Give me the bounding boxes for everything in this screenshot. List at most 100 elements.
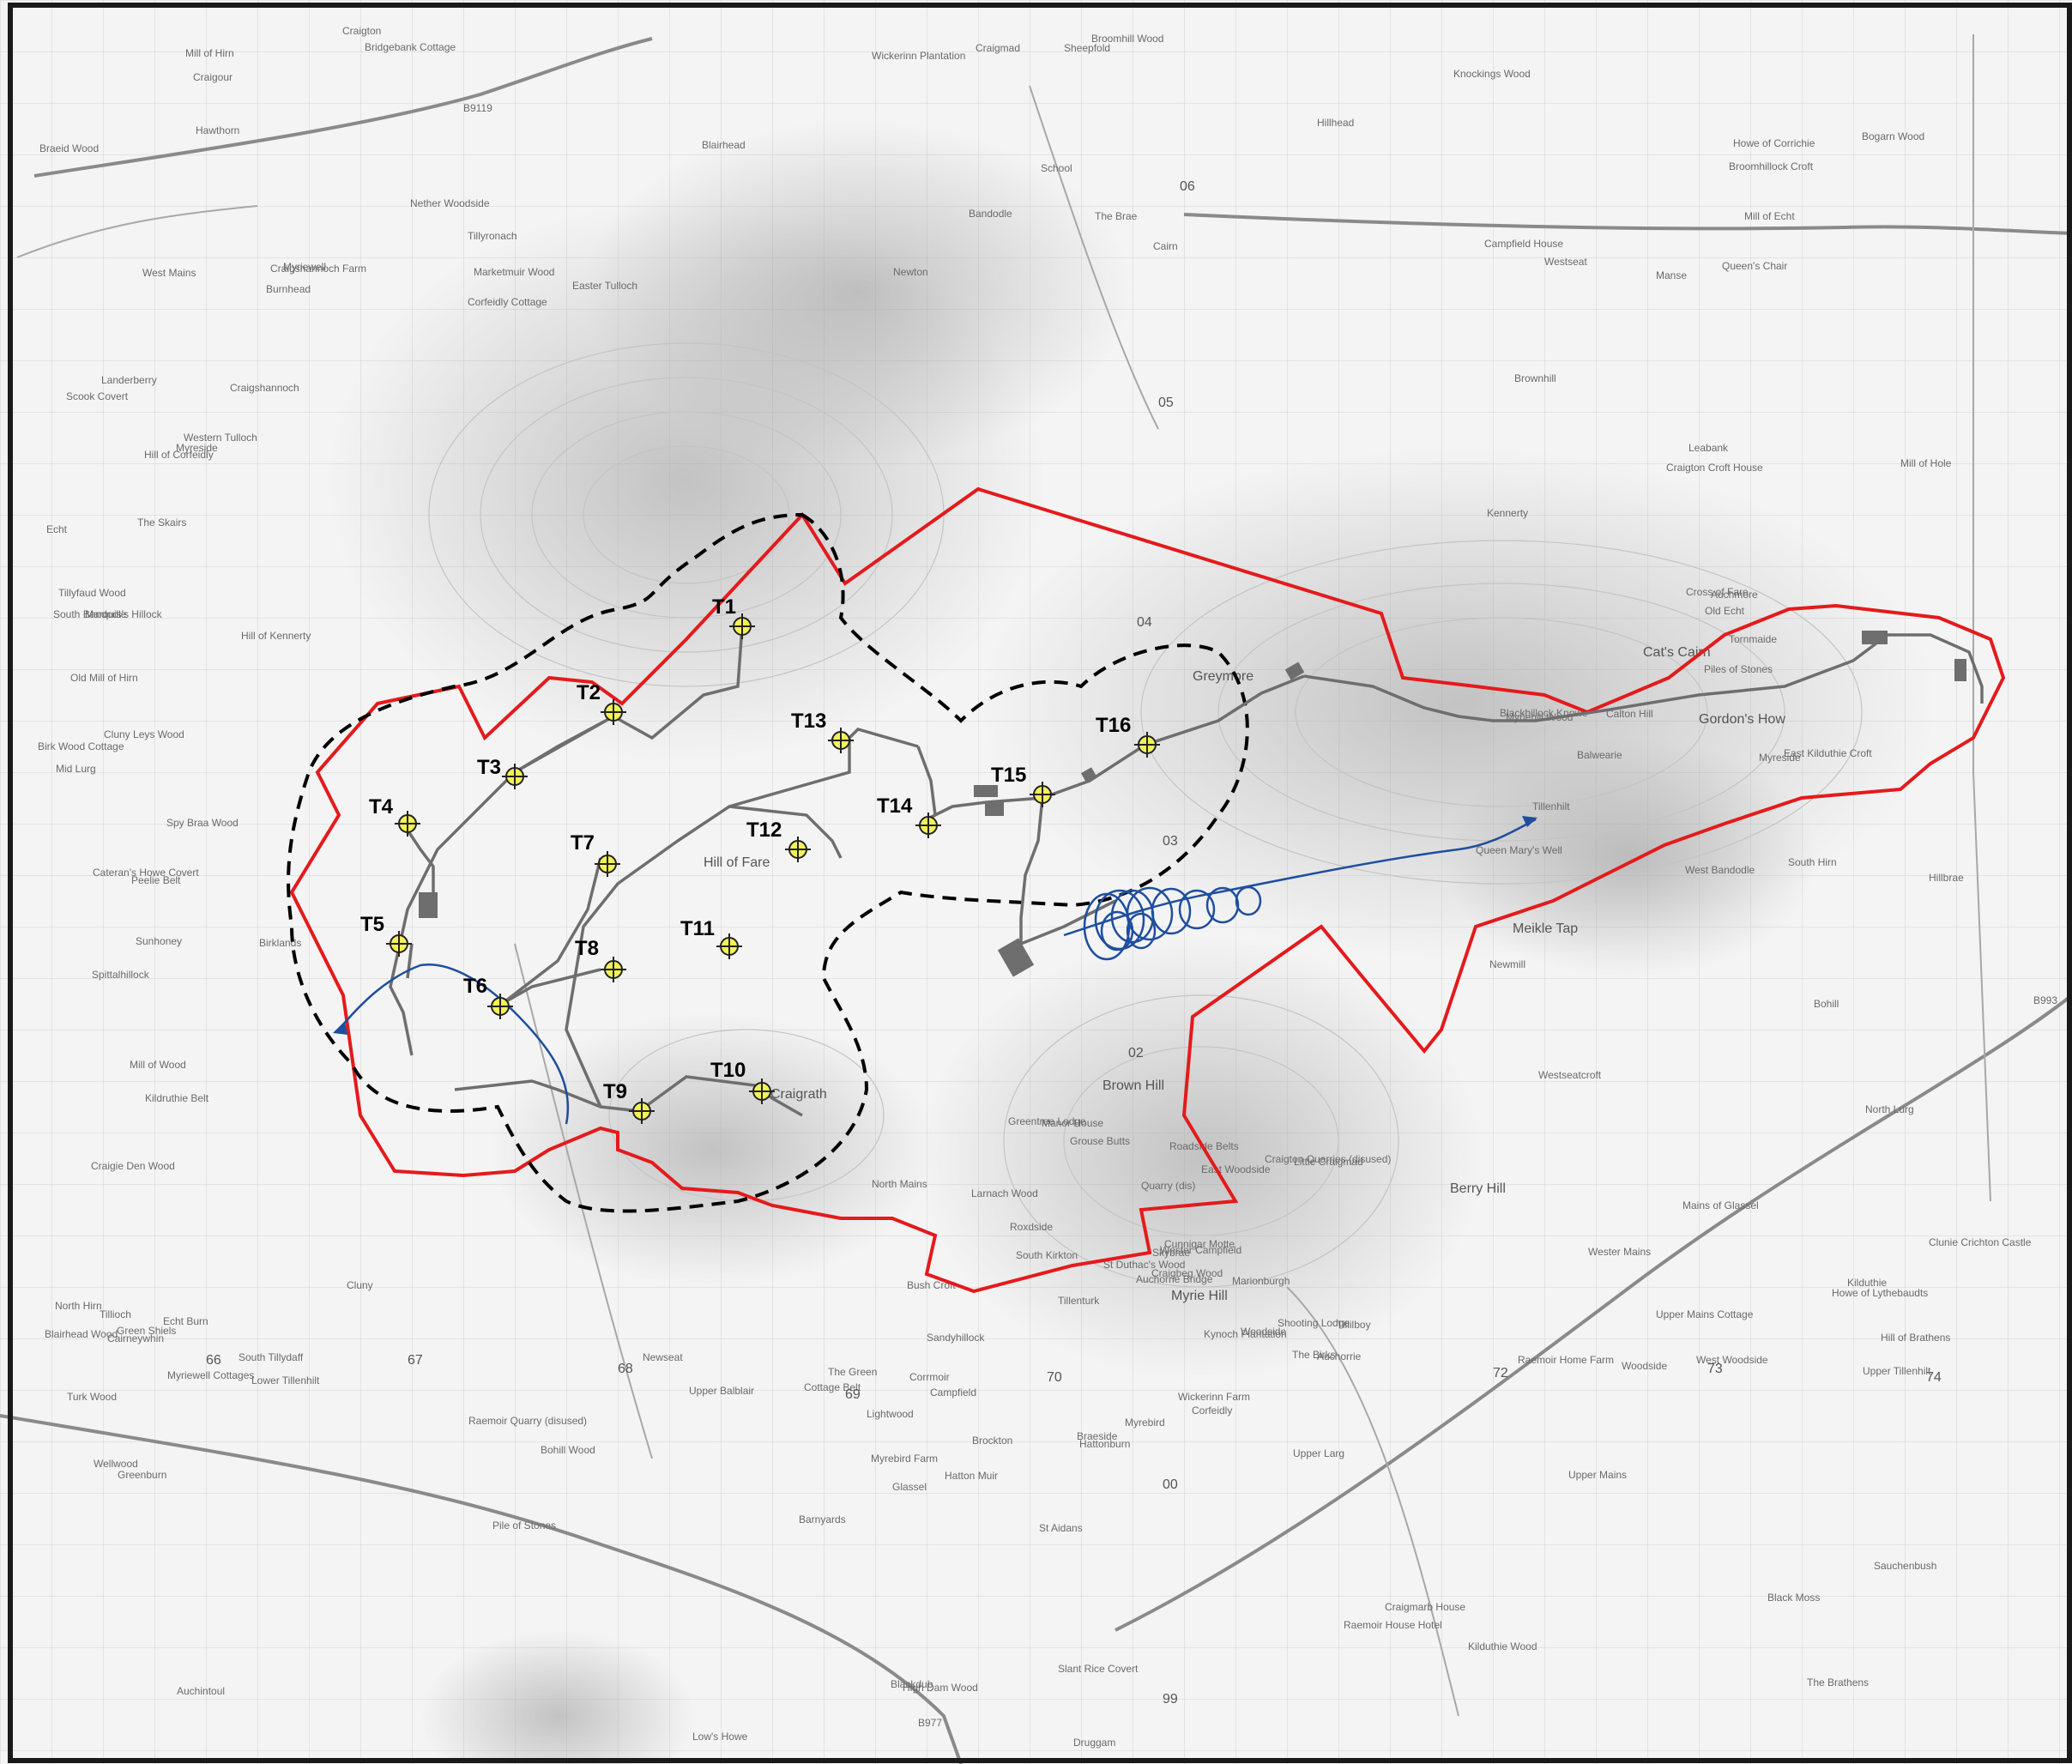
place-name: Greenburn [118,1469,166,1481]
place-name: West Bandodle [1685,864,1755,876]
place-name: Blairhead [702,139,746,151]
turbine-marker[interactable]: T2 [577,681,626,725]
turbine-label: T13 [791,710,826,733]
place-name: Druggam [1073,1737,1115,1749]
place-name: Birk Wood Cottage [38,740,124,752]
place-name: Myrebird Farm [871,1453,938,1465]
place-name: Hattonburn [1079,1438,1130,1450]
place-name: Peelie Belt [131,874,181,886]
place-name: Queen's Chair [1722,260,1787,272]
turbine-marker[interactable]: T15 [991,764,1055,807]
place-name: Larnach Wood [971,1187,1038,1199]
place-name: Cateran's Howe Covert [93,867,199,879]
place-name: Craigshannoch [230,382,299,394]
place-name: Spy Braa Wood [166,817,239,829]
turbine-marker[interactable]: T1 [712,595,755,639]
place-name: Manse [1656,269,1687,281]
place-name: Little Craigmad [1294,1156,1363,1168]
turbine-label: T6 [463,975,487,998]
place-name: Craigton Croft House [1666,462,1763,474]
place-name: Lightwood [867,1408,914,1420]
place-name: St Aidans [1039,1522,1083,1534]
turbine-marker[interactable]: T14 [877,794,941,838]
place-name: Blackdub [891,1678,933,1690]
place-name: Tillioch [100,1308,131,1320]
place-name: Calton Hill [1606,708,1653,720]
turbine-label: T7 [571,831,595,855]
turbine-marker[interactable]: T10 [710,1059,775,1104]
place-name: Greentree Lodge [1008,1115,1086,1127]
turbine-marker[interactable]: T5 [360,913,412,957]
place-name: South Tillydaff [239,1351,304,1363]
place-name: Upper Tillenhilt [1863,1365,1931,1377]
place-name: Echt [46,523,68,535]
place-name: The Birks [1292,1349,1336,1361]
place-name: Barnyards [799,1513,846,1525]
turbine-marker[interactable]: T13 [791,710,854,753]
turbine-marker[interactable]: T7 [571,831,620,877]
place-name: Queen Mary's Well [1476,844,1562,856]
place-name: South Hirn [1788,856,1837,868]
place-name: South Kirkton [1016,1249,1078,1261]
place-name: Mains of Glassel [1682,1199,1759,1211]
turbine-marker[interactable]: T3 [477,756,528,789]
grid-number: 99 [1163,1692,1178,1707]
place-name: Knockings Wood [1453,68,1531,80]
place-name: Tornmaide [1729,633,1777,645]
place-name: Myreside [176,442,218,454]
turbine-marker[interactable]: T6 [463,975,513,1019]
watercourse-arrows [333,816,1537,1035]
turbine-label: T11 [680,917,715,940]
turbine-marker[interactable]: T16 [1096,714,1160,758]
place-name: Westseatcroft [1538,1069,1602,1081]
grid-number: 04 [1137,615,1152,630]
place-name: Bohill [1814,998,1839,1010]
place-name: North Lurg [1865,1103,1914,1115]
place-name: Myriewell Cottages [167,1369,254,1381]
turbine-label: T8 [575,937,599,960]
place-name: Clunie Crichton Castle [1929,1236,2032,1248]
turbine-marker[interactable]: T12 [746,819,811,862]
place-name: Green Shiels [117,1325,176,1337]
place-name: Raemoir House Hotel [1344,1619,1442,1631]
turbine-marker[interactable]: T8 [575,937,626,982]
place-name: Craigie Den Wood [91,1160,175,1172]
place-name: Raemoir Quarry (disused) [468,1415,587,1427]
place-name: Myreside [1759,752,1801,764]
place-name: Mill of Echt [1744,210,1795,222]
place-name: Auchorrie Bridge [1136,1273,1213,1285]
hill-name: Brown Hill [1102,1078,1164,1093]
place-name: Old Echt [1705,605,1745,617]
place-name: Broomhill Wood [1091,33,1163,45]
turbine-label: T3 [477,756,501,779]
grid-number: 70 [1047,1370,1062,1385]
place-name: Marketmuir Wood [474,266,554,278]
place-name: Howe of Corrichie [1733,137,1815,149]
place-name: Piles of Stones [1704,663,1773,675]
place-name: Broomhillock Croft [1729,160,1814,172]
grid-number: 02 [1128,1046,1144,1060]
place-name: Howe of Lythebaudts [1832,1287,1928,1299]
place-name: Burnhead [266,283,311,295]
place-name: Auchintoul [177,1685,225,1697]
place-name: Campfield House [1484,238,1563,250]
place-name: Kildruthie Belt [145,1092,209,1104]
place-name: Skybrae [1152,1247,1190,1259]
place-name: Bogarn Wood [1862,130,1924,142]
hill-name: Gordon's How [1699,712,1785,727]
place-name: Corfeidly [1192,1405,1232,1417]
turbine-marker[interactable]: T11 [680,917,742,959]
place-name: Cunnigar Motte [1164,1238,1235,1250]
turbine-marker[interactable]: T9 [603,1080,655,1124]
turbine-label: T12 [746,819,782,842]
place-name: Hill of Corfeidly [144,449,214,461]
turbine-marker[interactable]: T4 [369,795,420,837]
place-name: Blairhead Wood [45,1328,118,1340]
grid-number: 67 [408,1353,423,1368]
place-name: Craigour [193,71,233,83]
turbine-label: T1 [712,595,736,619]
